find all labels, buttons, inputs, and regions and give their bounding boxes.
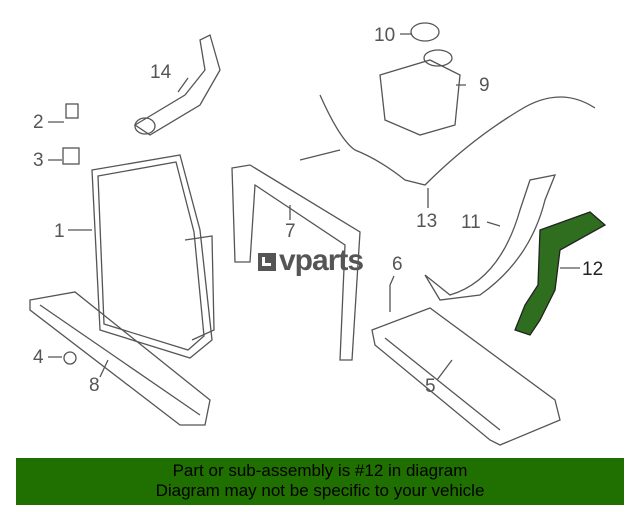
- part-upper-hose: [133, 34, 221, 136]
- callout-1: 1: [54, 221, 65, 242]
- part-hose-12-highlighted: [514, 211, 607, 336]
- callout-13: 13: [416, 211, 438, 232]
- banner-line-2: Diagram may not be specific to your vehi…: [155, 481, 485, 500]
- callout-10: 10: [374, 25, 396, 46]
- part-radiator: [91, 154, 215, 359]
- banner-line-1: Part or sub-assembly is #12 in diagram: [172, 461, 468, 480]
- leader-lines: [48, 33, 580, 381]
- part-lower-deflector: [29, 291, 211, 426]
- callout-7: 7: [285, 221, 296, 242]
- callout-4: 4: [33, 347, 44, 368]
- callout-6: 6: [392, 254, 403, 275]
- vparts-logo: vparts: [258, 244, 364, 277]
- callout-8: 8: [89, 375, 100, 396]
- part-hose-11: [424, 174, 557, 301]
- callout-9: 9: [479, 75, 490, 96]
- callout-14: 14: [150, 62, 172, 83]
- part-expansion-tank: [299, 49, 596, 186]
- callout-5: 5: [425, 376, 436, 397]
- part-clips: [62, 103, 391, 365]
- callout-11: 11: [461, 212, 481, 233]
- logo-text: vparts: [279, 244, 364, 277]
- part-frame: [231, 164, 361, 361]
- part-air-duct: [371, 307, 561, 446]
- info-banner: Part or sub-assembly is #12 in diagram D…: [16, 458, 624, 505]
- part-cap: [410, 22, 440, 42]
- callout-12: 12: [582, 259, 604, 280]
- callout-3: 3: [33, 150, 44, 171]
- logo-mark-icon: [258, 253, 276, 271]
- callout-2: 2: [33, 112, 44, 133]
